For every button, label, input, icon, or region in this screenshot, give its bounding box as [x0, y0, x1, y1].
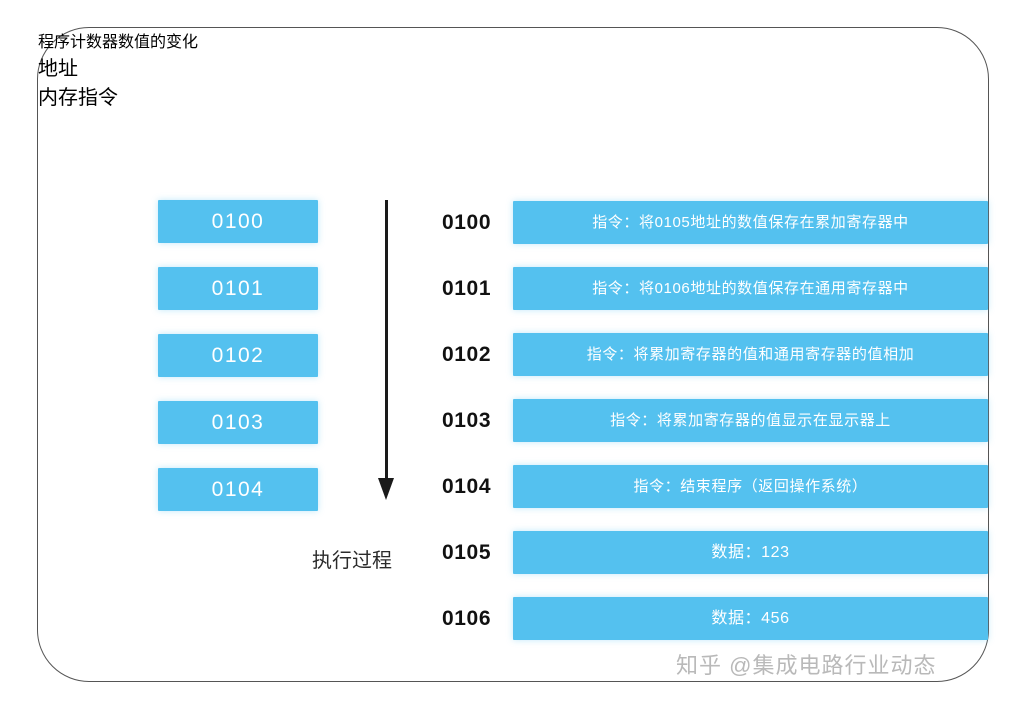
arrow-head-icon [378, 478, 394, 500]
memory-address: 0105 [442, 540, 492, 564]
watermark: 知乎 @集成电路行业动态 [676, 653, 937, 678]
execution-process-label: 执行过程 [312, 550, 392, 572]
table-row: 0106 数据：456 [442, 597, 988, 640]
memory-instruction-bar: 指令：结束程序（返回操作系统） [513, 465, 988, 508]
program-counter-box: 0103 [158, 401, 318, 444]
memory-instruction-bar: 指令：将累加寄存器的值显示在显示器上 [513, 399, 988, 442]
program-counter-box: 0101 [158, 267, 318, 310]
table-row: 0102 指令：将累加寄存器的值和通用寄存器的值相加 [442, 333, 988, 376]
memory-data-bar: 数据：123 [513, 531, 988, 574]
memory-address: 0104 [442, 474, 492, 498]
program-counter-box: 0104 [158, 468, 318, 511]
memory-address: 0100 [442, 210, 492, 234]
program-counter-box: 0100 [158, 200, 318, 243]
table-row: 0105 数据：123 [442, 531, 988, 574]
memory-address: 0101 [442, 276, 492, 300]
table-row: 0101 指令：将0106地址的数值保存在通用寄存器中 [442, 267, 988, 310]
diagram-card: 程序计数器数值的变化 地址 内存指令 0100 0101 0102 0103 0… [37, 27, 989, 682]
memory-instruction-bar: 指令：将累加寄存器的值和通用寄存器的值相加 [513, 333, 988, 376]
program-counter-heading: 程序计数器数值的变化 [38, 34, 199, 51]
memory-data-bar: 数据：456 [513, 597, 988, 640]
address-heading: 地址 [38, 58, 78, 80]
memory-instruction-heading: 内存指令 [38, 87, 118, 109]
memory-table: 0100 指令：将0105地址的数值保存在累加寄存器中 0101 指令：将010… [442, 201, 988, 663]
program-counter-column: 0100 0101 0102 0103 0104 [158, 200, 318, 535]
memory-instruction-bar: 指令：将0105地址的数值保存在累加寄存器中 [513, 201, 988, 244]
table-row: 0100 指令：将0105地址的数值保存在累加寄存器中 [442, 201, 988, 244]
memory-address: 0102 [442, 342, 492, 366]
program-counter-box: 0102 [158, 334, 318, 377]
table-row: 0104 指令：结束程序（返回操作系统） [442, 465, 988, 508]
execution-flow-arrow-icon [374, 200, 400, 508]
memory-instruction-bar: 指令：将0106地址的数值保存在通用寄存器中 [513, 267, 988, 310]
memory-address: 0103 [442, 408, 492, 432]
arrow-line [385, 200, 388, 482]
memory-address: 0106 [442, 606, 492, 630]
table-row: 0103 指令：将累加寄存器的值显示在显示器上 [442, 399, 988, 442]
